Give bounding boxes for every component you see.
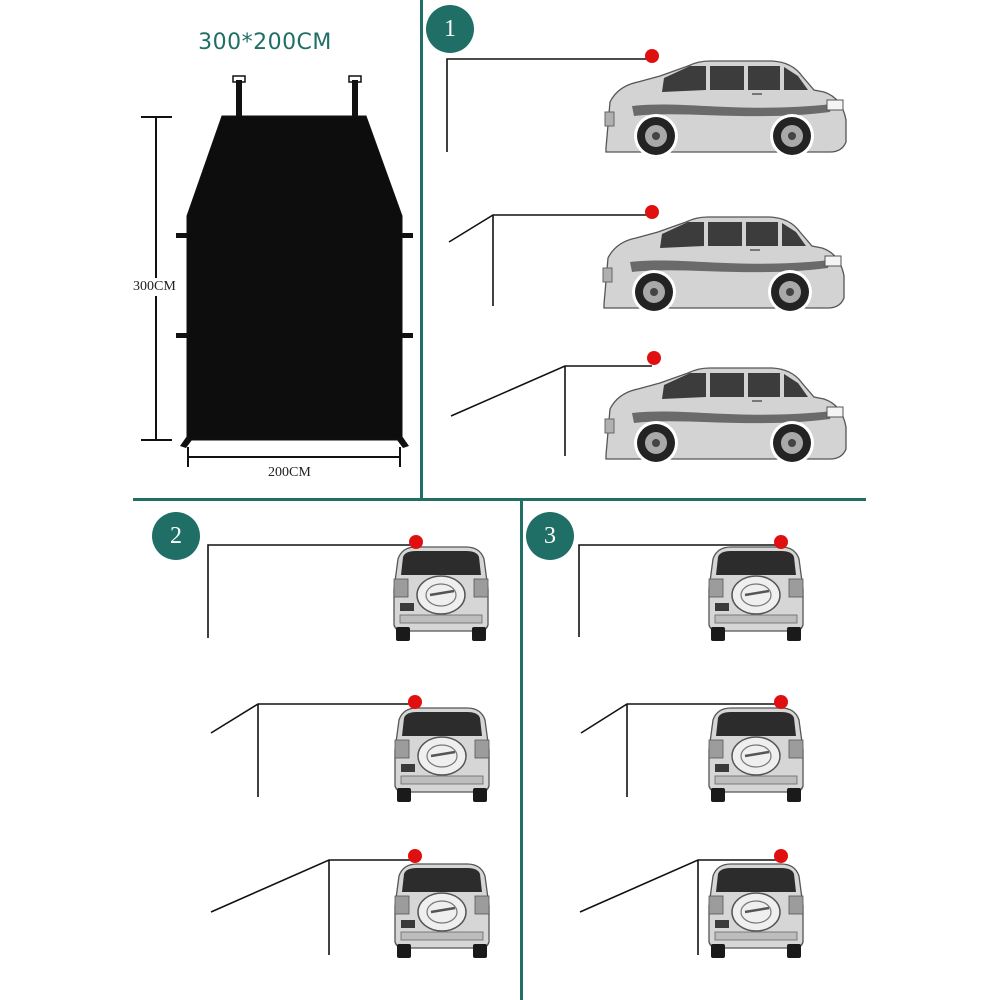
step-3-setup-a (578, 535, 805, 643)
width-label: 200CM (268, 465, 311, 481)
step-1-setup-b (448, 205, 845, 315)
attachment-point-marker-icon (409, 535, 423, 549)
size-title: 300*200CM (198, 30, 332, 55)
step-1-badge: 1 (426, 5, 474, 53)
step-3-setup-c (579, 849, 805, 960)
suv-rear-view-icon (393, 862, 491, 960)
attachment-point-marker-icon (774, 535, 788, 549)
attachment-point-marker-icon (645, 205, 659, 219)
horizontal-divider (133, 498, 866, 501)
suv-rear-view-icon (393, 706, 491, 804)
step-2-setup-a (207, 535, 490, 643)
height-label: 300CM (133, 278, 176, 296)
step-3-setup-b (580, 695, 805, 804)
suv-side-view-icon (602, 216, 845, 315)
suv-side-view-icon (604, 367, 847, 466)
step-1-setup-c (450, 351, 847, 466)
step-1-setup-a (446, 49, 847, 159)
attachment-point-marker-icon (408, 849, 422, 863)
step-2-setup-c (210, 849, 491, 960)
attachment-point-marker-icon (774, 849, 788, 863)
suv-side-view-icon (604, 60, 847, 159)
width-dimension-line (187, 447, 401, 467)
suv-rear-view-icon (707, 545, 805, 643)
suv-rear-view-icon (392, 545, 490, 643)
vertical-divider-top (420, 0, 423, 500)
attachment-point-marker-icon (645, 49, 659, 63)
attachment-point-marker-icon (647, 351, 661, 365)
attachment-point-marker-icon (774, 695, 788, 709)
attachment-point-marker-icon (408, 695, 422, 709)
step-3-badge: 3 (526, 512, 574, 560)
awning-panel (176, 75, 413, 448)
step-2-badge: 2 (152, 512, 200, 560)
suv-rear-view-icon (707, 706, 805, 804)
step-2-setup-b (210, 695, 491, 804)
vertical-divider-bottom (520, 500, 523, 1000)
suv-rear-view-icon (707, 862, 805, 960)
